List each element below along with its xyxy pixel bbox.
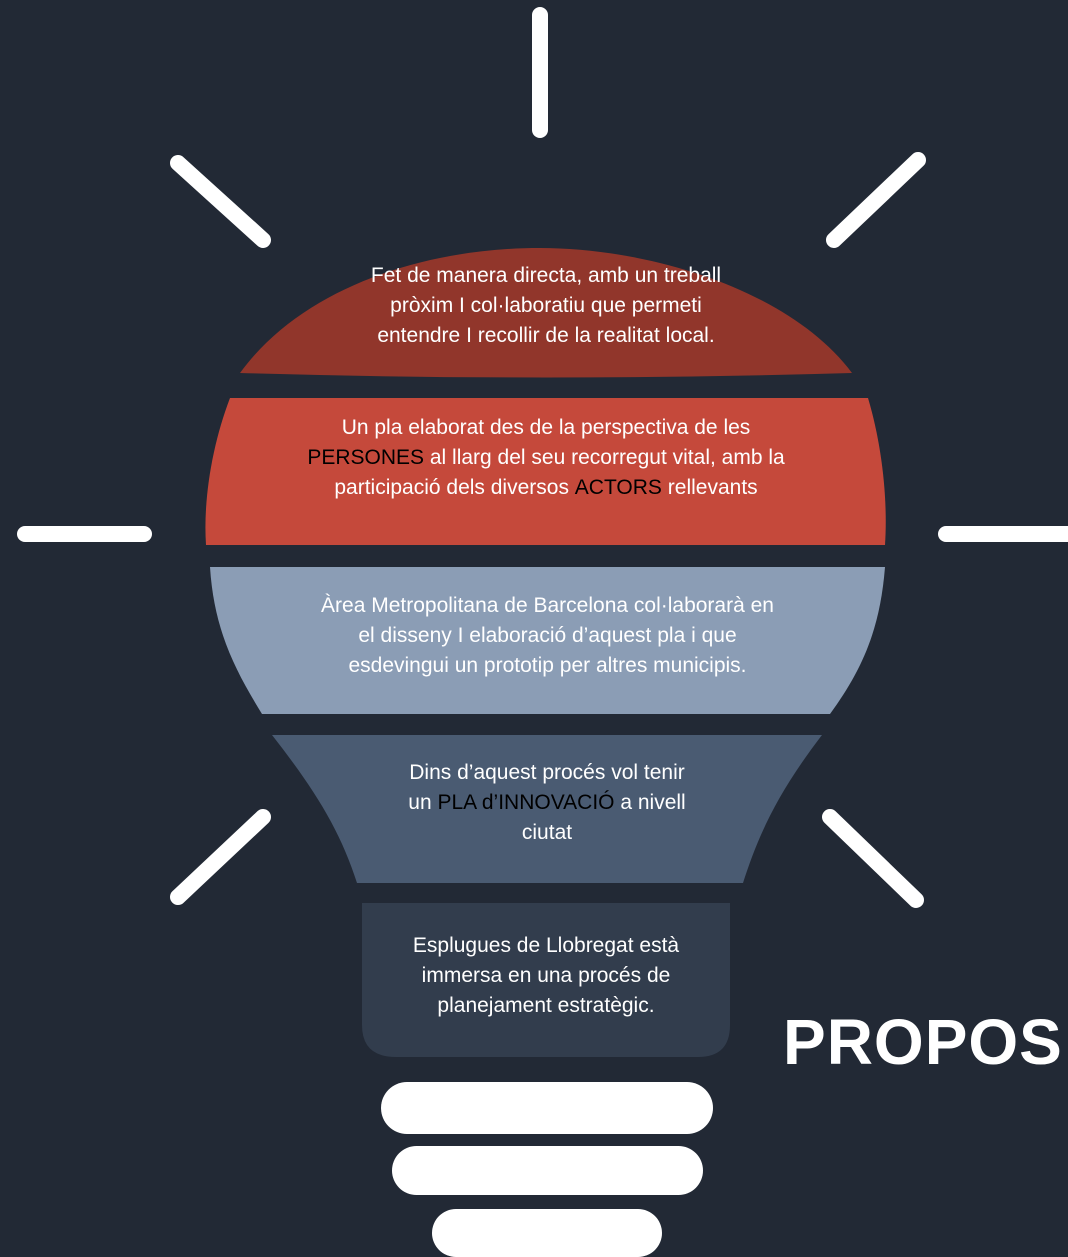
- page-title: PROPOS: [783, 1006, 1063, 1078]
- segment-2-text: Un pla elaborat des de la perspectiva de…: [206, 413, 886, 503]
- segment-4-line-2-rest: a nivell: [614, 791, 686, 814]
- base-bar-2: [392, 1146, 703, 1195]
- segment-4-line-1: Dins d’aquest procés vol tenir: [409, 761, 685, 784]
- segment-1-line-1: Fet de manera directa, amb un treball: [370, 264, 722, 287]
- segment-2-line-2-rest: al llarg del seu recorregut vital, amb l…: [424, 446, 785, 469]
- ray-upper-left: [170, 155, 271, 248]
- segment-1-line-2: pròxim I col·laboratiu que permeti: [390, 294, 702, 317]
- segment-2-shape: [205, 398, 886, 545]
- light-rays: [17, 7, 1068, 908]
- segment-2-line-2: PERSONES al llarg del seu recorregut vit…: [206, 443, 886, 473]
- segment-2-line-3: participació dels diversos ACTORS rellev…: [206, 473, 886, 503]
- segment-1-shape: [240, 248, 852, 378]
- segment-4-line-3: ciutat: [521, 821, 573, 844]
- segment-4-shape: [272, 735, 822, 883]
- base-bar-3: [432, 1209, 662, 1257]
- segment-5-line-3: planejament estratègic.: [437, 994, 655, 1017]
- segment-4-text: Dins d’aquest procés vol tenir un PLA d’…: [272, 758, 822, 848]
- segment-1-line-3: entendre I recollir de la realitat local…: [377, 324, 715, 347]
- segment-5-text: Esplugues de Llobregat està immersa en u…: [362, 931, 730, 1021]
- keyword-actors: ACTORS: [574, 476, 662, 499]
- segment-4-line-2: un PLA d’INNOVACIÓ a nivell: [272, 788, 822, 818]
- segment-5-line-1: Esplugues de Llobregat està: [412, 934, 680, 957]
- bulb-base: [381, 1082, 713, 1257]
- segment-3-text: Àrea Metropolitana de Barcelona col·labo…: [210, 591, 885, 681]
- keyword-persones: PERSONES: [307, 446, 425, 469]
- segment-3-line-3: esdevingui un prototip per altres munici…: [348, 654, 747, 677]
- ray-upper-right: [826, 152, 926, 248]
- keyword-pla-innovacio: PLA d’INNOVACIÓ: [437, 791, 615, 814]
- segment-5-line-2: immersa en una procés de: [421, 964, 671, 987]
- ray-lower-left: [170, 809, 271, 905]
- segment-2-line-3-pre: participació dels diversos: [334, 476, 575, 499]
- segment-4-line-2-pre: un: [408, 791, 438, 814]
- segment-1-text: Fet de manera directa, amb un treball pr…: [240, 261, 852, 351]
- segment-3-line-2: el disseny I elaboració d’aquest pla i q…: [358, 624, 737, 647]
- segment-5-shape: [362, 903, 730, 1057]
- base-bar-1: [381, 1082, 713, 1134]
- segment-2-line-1: Un pla elaborat des de la perspectiva de…: [341, 416, 751, 439]
- segment-2-line-3-rest: rellevants: [661, 476, 758, 499]
- ray-lower-right: [822, 809, 924, 908]
- segment-3-shape: [210, 567, 885, 714]
- segment-3-line-1: Àrea Metropolitana de Barcelona col·labo…: [321, 594, 774, 617]
